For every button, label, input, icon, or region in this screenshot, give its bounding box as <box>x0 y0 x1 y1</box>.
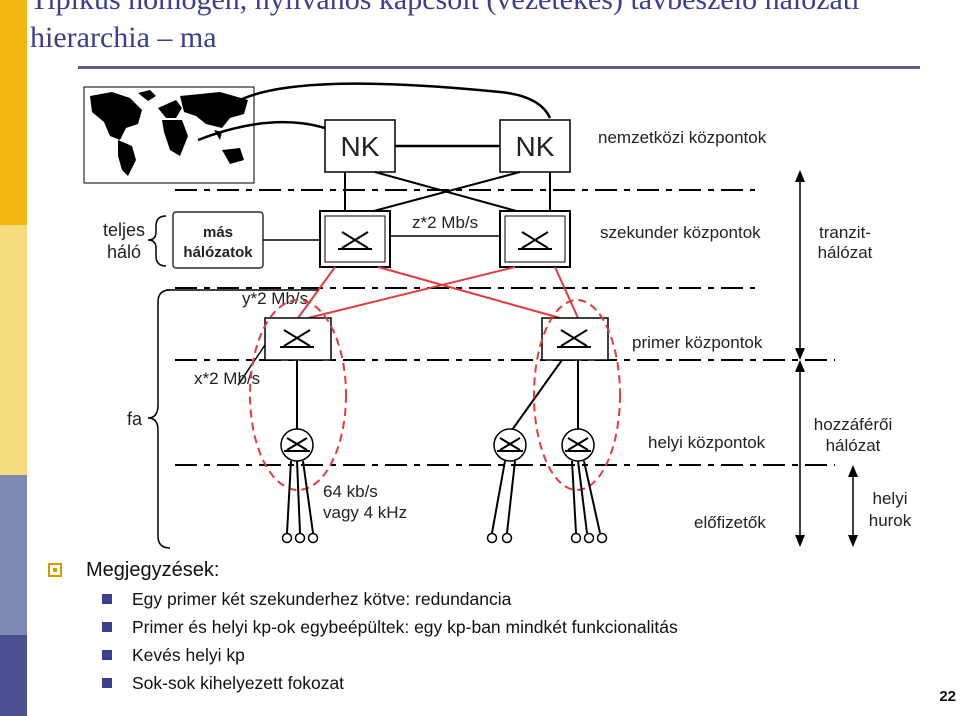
local-loop-label-2: hurok <box>869 511 912 530</box>
combined-switch-outline-left <box>249 299 347 491</box>
z-rate-label: z*2 Mb/s <box>412 213 478 232</box>
transit-range-arrow <box>795 170 805 360</box>
transit-network-label-2: hálózat <box>818 243 873 262</box>
nk-box-left <box>324 119 396 173</box>
tree-label: fa <box>127 409 143 429</box>
subscribers-label: előfizetők <box>694 513 766 532</box>
subscriber-terminals <box>281 532 608 544</box>
nk-label-left: NK <box>341 131 380 162</box>
access-network-label-1: hozzáférői <box>814 415 892 434</box>
sidebar-strip-mid <box>0 225 27 475</box>
local-switch-2 <box>493 428 527 462</box>
transit-network-label-1: tranzit- <box>819 223 871 242</box>
sidebar-strip-top <box>0 0 27 225</box>
title-underline <box>78 66 920 69</box>
redundancy-link-2 <box>377 266 561 319</box>
rate-label-kbs-1: 64 kb/s <box>323 482 378 501</box>
access-network-label-2: hálózat <box>826 436 881 455</box>
secondary-switch-left <box>319 210 391 268</box>
combined-switch-outline-right <box>533 299 621 491</box>
primary-switch-left <box>264 317 332 361</box>
other-networks-label-2: hálózatok <box>183 244 253 261</box>
nk-label-right: NK <box>516 131 555 162</box>
local-loop-label-1: helyi <box>873 489 908 508</box>
tree-brace <box>147 289 171 549</box>
nk-box-right <box>499 119 571 173</box>
international-centers-label: nemzetközi központok <box>598 128 767 147</box>
note-text-2: Primer és helyi kp-ok egybeépültek: egy … <box>132 617 678 637</box>
page-number: 22 <box>939 688 956 705</box>
link-nk-secondary-3 <box>369 171 521 213</box>
notes-heading: Megjegyzések: <box>86 559 220 581</box>
primary-centers-label: primer központok <box>632 333 763 352</box>
square-bullet-icon <box>102 650 112 660</box>
note-text-1: Egy primer két szekunderhez kötve: redun… <box>132 589 512 609</box>
sidebar-strip-lower <box>0 475 27 635</box>
secondary-switch-right <box>499 210 571 268</box>
slide-title-line2: hierarchia – ma <box>30 21 217 54</box>
sidebar-strip-bottom <box>0 635 27 716</box>
note-text-3: Kevés helyi kp <box>132 645 245 665</box>
note-text-4: Sok-sok kihelyezett fokozat <box>132 673 345 693</box>
square-bullet-icon <box>102 594 112 604</box>
notes-bullet-icon <box>48 563 62 577</box>
square-bullet-icon <box>102 622 112 632</box>
local-switch-3 <box>561 428 595 462</box>
subscriber-lines <box>286 460 601 534</box>
redundancy-link-3 <box>307 266 516 319</box>
other-networks-label-1: más <box>203 224 233 241</box>
primary-switch-right <box>541 317 609 361</box>
redundancy-link-1 <box>297 266 336 319</box>
y-rate-label: y*2 Mb/s <box>242 289 308 308</box>
local-loop-arrow <box>848 465 858 547</box>
full-mesh-brace <box>147 215 167 267</box>
link-primary-local-mid <box>511 359 563 431</box>
full-mesh-label-1: teljes <box>103 220 145 240</box>
local-switch-1 <box>280 428 314 462</box>
local-centers-label: helyi központok <box>648 433 766 452</box>
square-bullet-icon <box>102 678 112 688</box>
slide-title-line1: Tipikus homogén, nyilvános kapcsolt (vez… <box>30 0 860 16</box>
link-map-nk-lower <box>197 120 326 142</box>
world-map-icon <box>83 86 255 184</box>
secondary-centers-label: szekunder központok <box>600 223 761 242</box>
full-mesh-label-2: háló <box>107 242 141 262</box>
access-range-arrow <box>795 360 805 547</box>
x-rate-label: x*2 Mb/s <box>194 369 260 388</box>
link-map-nk-upper <box>239 82 552 119</box>
redundancy-link-4 <box>554 266 579 319</box>
rate-label-kbs-2: vagy 4 kHz <box>323 503 407 522</box>
